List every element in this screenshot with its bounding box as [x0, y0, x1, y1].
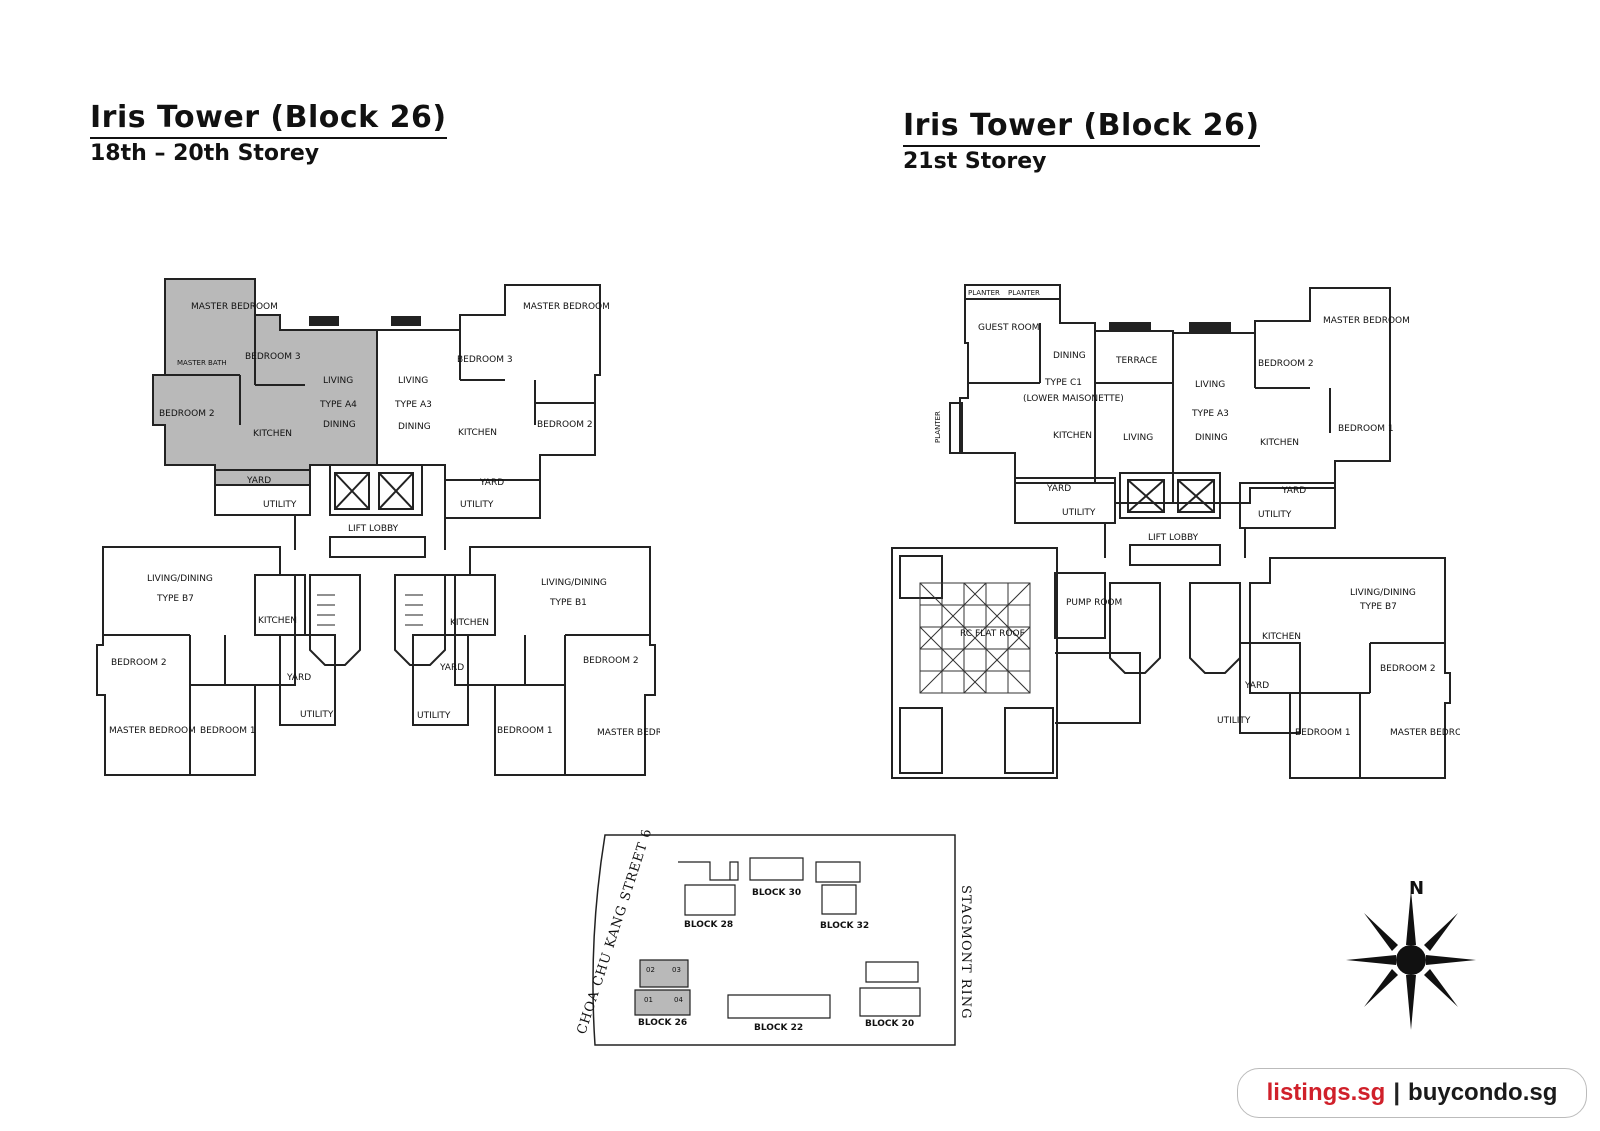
left-lbl-bedroom3-a3: BEDROOM 3 [457, 355, 513, 365]
right-lbl-bedroom1-b7: BEDROOM 1 [1295, 728, 1351, 738]
unit-b7-outline-21 [1249, 557, 1451, 779]
left-lbl-utility-b7: UTILITY [300, 710, 334, 720]
right-lbl-master-bedroom-a3: MASTER BEDROOM [1323, 316, 1410, 326]
compass-north-label: N [1409, 878, 1425, 899]
left-lbl-living-dining-b7: LIVING/DINING [147, 574, 213, 584]
left-lbl-dining-a4: DINING [323, 420, 356, 430]
watermark-listings: listings.sg [1266, 1079, 1386, 1106]
left-lbl-living-a4: LIVING [323, 376, 353, 386]
left-lbl-bedroom2-b1: BEDROOM 2 [583, 656, 639, 666]
right-lbl-type-c1: TYPE C1 [1044, 378, 1082, 388]
left-lbl-bedroom1-b1: BEDROOM 1 [497, 726, 553, 736]
right-lbl-yard-b7: YARD [1244, 681, 1269, 691]
right-lbl-lift-lobby: LIFT LOBBY [1148, 533, 1199, 543]
site-lbl-block-22: BLOCK 22 [754, 1023, 803, 1033]
right-lbl-type-b7: TYPE B7 [1359, 602, 1397, 612]
right-lbl-utility-a3: UTILITY [1258, 510, 1292, 520]
right-lbl-lower-maisonette: (LOWER MAISONETTE) [1023, 394, 1124, 404]
left-plan-title: Iris Tower (Block 26) [90, 100, 447, 139]
right-lbl-terrace: TERRACE [1115, 356, 1158, 366]
watermark-banner: listings.sg | buycondo.sg [1237, 1068, 1587, 1118]
left-lbl-bedroom2-a3: BEDROOM 2 [537, 420, 593, 430]
unit-a3-outline-21 [1172, 287, 1391, 504]
right-plan-subtitle: 21st Storey [903, 149, 1047, 174]
right-lbl-yard-c1: YARD [1046, 484, 1071, 494]
left-lbl-type-a3: TYPE A3 [394, 400, 432, 410]
site-unit-03: 03 [672, 966, 681, 974]
right-lbl-type-a3: TYPE A3 [1191, 409, 1229, 419]
right-title-block: Iris Tower (Block 26) 21st Storey [903, 108, 1260, 174]
left-lbl-kitchen-a3: KITCHEN [458, 428, 497, 438]
left-lbl-kitchen-b7: KITCHEN [258, 616, 297, 626]
right-lbl-living-dining-b7: LIVING/DINING [1350, 588, 1416, 598]
rc-flat-roof-grid [919, 582, 1031, 694]
site-lbl-block-20: BLOCK 20 [865, 1019, 914, 1029]
left-lbl-yard-b1: YARD [439, 663, 464, 673]
left-lbl-type-b7: TYPE B7 [156, 594, 194, 604]
right-plan-title: Iris Tower (Block 26) [903, 108, 1260, 147]
left-lbl-type-b1: TYPE B1 [549, 598, 587, 608]
left-lbl-kitchen-b1: KITCHEN [450, 618, 489, 628]
left-lbl-master-bath-a4: MASTER BATH [177, 359, 227, 367]
left-floor-plan: MASTER BEDROOM BEDROOM 3 BEDROOM 2 MASTE… [96, 278, 660, 776]
site-unit-01: 01 [644, 996, 653, 1004]
right-lbl-planter-1: PLANTER [968, 289, 1000, 297]
left-lbl-dining-a3: DINING [398, 422, 431, 432]
left-title-block: Iris Tower (Block 26) 18th – 20th Storey [90, 100, 447, 166]
left-plan-subtitle: 18th – 20th Storey [90, 141, 320, 166]
left-lbl-bedroom1-b7: BEDROOM 1 [200, 726, 256, 736]
left-lbl-master-bedroom-b1: MASTER BEDROOM [597, 728, 660, 738]
right-lbl-bedroom1-a3: BEDROOM 1 [1338, 424, 1394, 434]
compass-rose [1346, 890, 1476, 1030]
left-lbl-master-bedroom-a3: MASTER BEDROOM [523, 302, 610, 312]
right-lbl-planter-2: PLANTER [1008, 289, 1040, 297]
road-stagmont-ring: STAGMONT RING [958, 885, 973, 1019]
left-lbl-yard-a4: YARD [246, 476, 271, 486]
right-lbl-rc-flat-roof: RC FLAT ROOF [960, 629, 1025, 639]
left-lbl-bedroom2-a4: BEDROOM 2 [159, 409, 215, 419]
left-lbl-master-bedroom-b7: MASTER BEDROOM [109, 726, 196, 736]
right-lbl-utility-c1: UTILITY [1062, 508, 1096, 518]
left-lbl-yard-a3: YARD [479, 478, 504, 488]
site-unit-02: 02 [646, 966, 655, 974]
site-plan: BLOCK 28 BLOCK 30 BLOCK 32 BLOCK 26 BLOC… [575, 830, 973, 1046]
site-lbl-block-26: BLOCK 26 [638, 1018, 687, 1028]
site-unit-04: 04 [674, 996, 683, 1004]
left-lbl-utility-b1: UTILITY [417, 711, 451, 721]
left-lbl-lift-lobby: LIFT LOBBY [348, 524, 399, 534]
right-lbl-living-c1: LIVING [1123, 433, 1153, 443]
left-lbl-kitchen-a4: KITCHEN [253, 429, 292, 439]
right-lbl-pump-room: PUMP ROOM [1066, 598, 1122, 608]
right-floor-plan: PLANTER PLANTER GUEST ROOM DINING TERRAC… [891, 284, 1460, 779]
site-lbl-block-30: BLOCK 30 [752, 888, 801, 898]
right-lbl-living-a3: LIVING [1195, 380, 1225, 390]
left-lbl-living-dining-b1: LIVING/DINING [541, 578, 607, 588]
unit-a3-outline [376, 284, 601, 481]
left-lbl-utility-a4: UTILITY [263, 500, 297, 510]
right-lbl-kitchen-a3: KITCHEN [1260, 438, 1299, 448]
right-lbl-kitchen-c1: KITCHEN [1053, 431, 1092, 441]
right-lbl-guest-room: GUEST ROOM [978, 323, 1040, 333]
left-lbl-utility-a3: UTILITY [460, 500, 494, 510]
right-lbl-dining-c1: DINING [1053, 351, 1086, 361]
left-lbl-master-bedroom-a4: MASTER BEDROOM [191, 302, 278, 312]
left-lbl-bedroom2-b7: BEDROOM 2 [111, 658, 167, 668]
right-lbl-kitchen-b7: KITCHEN [1262, 632, 1301, 642]
watermark-separator: | [1393, 1079, 1401, 1106]
site-lbl-block-28: BLOCK 28 [684, 920, 733, 930]
right-lbl-bedroom2-b7: BEDROOM 2 [1380, 664, 1436, 674]
right-lbl-master-bedroom-b7: MASTER BEDROOM [1390, 728, 1460, 738]
watermark-buycondo: buycondo.sg [1408, 1079, 1558, 1106]
right-lbl-dining-a3: DINING [1195, 433, 1228, 443]
right-lbl-yard-a3: YARD [1281, 486, 1306, 496]
left-lbl-type-a4: TYPE A4 [319, 400, 357, 410]
right-lbl-utility-b7: UTILITY [1217, 716, 1251, 726]
site-lbl-block-32: BLOCK 32 [820, 921, 869, 931]
site-block-26-highlight [634, 959, 691, 1016]
left-lbl-bedroom3-a4: BEDROOM 3 [245, 352, 301, 362]
right-lbl-bedroom2-a3: BEDROOM 2 [1258, 359, 1314, 369]
left-lbl-living-a3: LIVING [398, 376, 428, 386]
right-lbl-planter-side: PLANTER [934, 411, 942, 443]
left-lbl-yard-b7: YARD [286, 673, 311, 683]
